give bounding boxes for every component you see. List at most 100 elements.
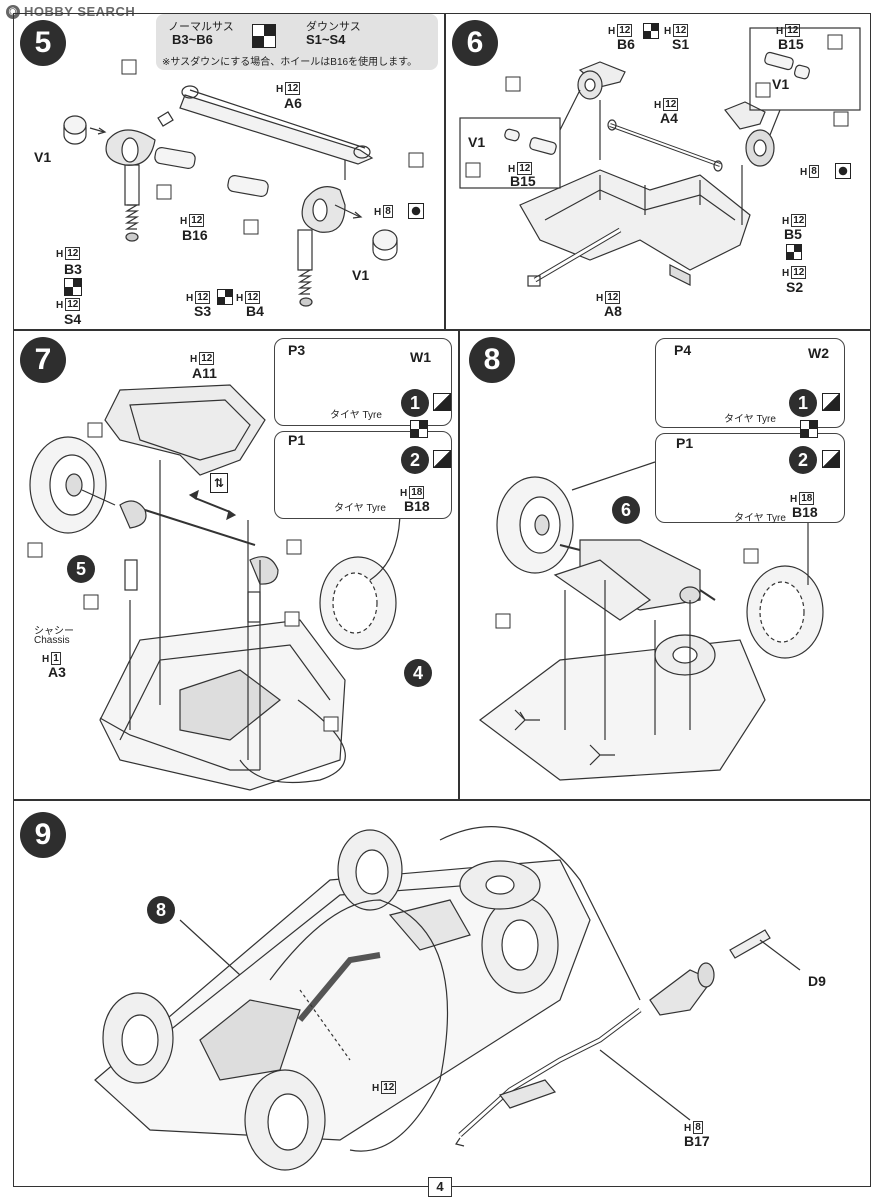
runner-number: 12 [245, 291, 261, 304]
runner-h: H [56, 300, 64, 311]
part-b3: B3 [64, 261, 82, 277]
option-marker-icon [433, 450, 451, 468]
runner-number: 1 [51, 652, 61, 665]
runner-number: 12 [195, 291, 211, 304]
down-suspension-label: ダウンサス [306, 21, 361, 33]
runner-number: 18 [409, 486, 425, 499]
chassis-label-jp: シャシー [34, 626, 74, 637]
runner-number: 8 [693, 1121, 703, 1134]
down-suspension-parts: S1~S4 [306, 32, 346, 47]
normal-suspension-parts: B3~B6 [172, 32, 213, 47]
hobby-search-watermark: ◉ HOBBY SEARCH [6, 4, 135, 19]
part-b6: B6 [617, 36, 635, 52]
checkered-flag-icon [643, 23, 659, 39]
runner-h: H [608, 26, 616, 37]
part-s3: S3 [194, 303, 212, 319]
runner-h: H [186, 293, 194, 304]
runner-number: 12 [381, 1081, 397, 1094]
checkered-flag-icon [217, 289, 233, 305]
watermark-text: HOBBY SEARCH [24, 4, 136, 19]
runner-h: H [236, 293, 244, 304]
part-a6: A6 [284, 95, 302, 111]
part-b4: B4 [246, 303, 264, 319]
step-6-badge: 6 [452, 20, 498, 66]
tyre-label-2: タイヤ Tyre [334, 503, 386, 514]
runner-number: 12 [199, 352, 215, 365]
fit-direction-icon: ⇅ [210, 473, 228, 493]
runner-number: 12 [605, 291, 621, 304]
option-marker-icon [433, 393, 451, 411]
part-p1: P1 [288, 432, 306, 448]
part-b5: B5 [784, 226, 802, 242]
part-b15-left: B15 [510, 173, 536, 189]
part-v1-inset-right: V1 [772, 76, 790, 92]
runner-number: 12 [285, 82, 301, 95]
part-b15-right: B15 [778, 36, 804, 52]
wheel-option-2-inset [274, 431, 452, 519]
step-5-badge: 5 [20, 20, 66, 66]
runner-number: 8 [809, 165, 819, 178]
part-b17: B17 [684, 1133, 710, 1149]
step-4-reference-badge: 4 [404, 659, 432, 687]
option-2-badge: 2 [401, 446, 429, 474]
runner-number: 12 [785, 24, 801, 37]
runner-h: H [782, 216, 790, 227]
runner-h: H [790, 494, 798, 505]
panel-step-5 [13, 13, 446, 331]
chassis-label-en: Chassis [34, 635, 70, 646]
part-v1-left: V1 [34, 149, 52, 165]
runner-h: H [800, 167, 808, 178]
panel-step-6 [444, 13, 871, 331]
normal-suspension-label: ノーマルサス [168, 21, 234, 33]
step-5-reference-badge: 5 [67, 555, 95, 583]
part-b18: B18 [404, 498, 430, 514]
step6-rear-subframe-drawing [459, 27, 861, 287]
part-v1-inset-left: V1 [468, 134, 486, 150]
runner-h: H [276, 84, 284, 95]
wheel-option-1-inset [655, 338, 845, 428]
step-8-reference-badge: 8 [147, 896, 175, 924]
hobby-search-logo-icon: ◉ [6, 4, 20, 19]
wheel-option-2-inset [655, 433, 845, 523]
runner-h: H [372, 1083, 380, 1094]
checkered-flag-icon [410, 420, 428, 438]
part-p1: P1 [676, 435, 694, 451]
part-p3: P3 [288, 342, 306, 358]
tyre-label-1: タイヤ Tyre [724, 414, 776, 425]
tyre-label-2: タイヤ Tyre [734, 513, 786, 524]
suspension-option-note: ノーマルサス B3~B6 ダウンサス S1~S4 ※サスダウンにする場合、ホイー… [156, 14, 438, 70]
runner-number: 12 [65, 247, 81, 260]
part-p4: P4 [674, 342, 692, 358]
runner-h: H [596, 293, 604, 304]
runner-number: 12 [791, 214, 807, 227]
runner-number: 12 [517, 162, 533, 175]
runner-h: H [776, 26, 784, 37]
runner-number: 12 [673, 24, 689, 37]
part-a4: A4 [660, 110, 678, 126]
runner-number: 18 [799, 492, 815, 505]
runner-h: H [374, 207, 382, 218]
down-suspension-caution: ※サスダウンにする場合、ホイールはB16を使用します。 [162, 57, 418, 68]
part-s1: S1 [672, 36, 690, 52]
part-b16: B16 [182, 227, 208, 243]
runner-h: H [180, 216, 188, 227]
runner-h: H [654, 100, 662, 111]
page-number: 4 [428, 1177, 452, 1197]
part-w1: W1 [410, 349, 431, 365]
part-a3: A3 [48, 664, 66, 680]
